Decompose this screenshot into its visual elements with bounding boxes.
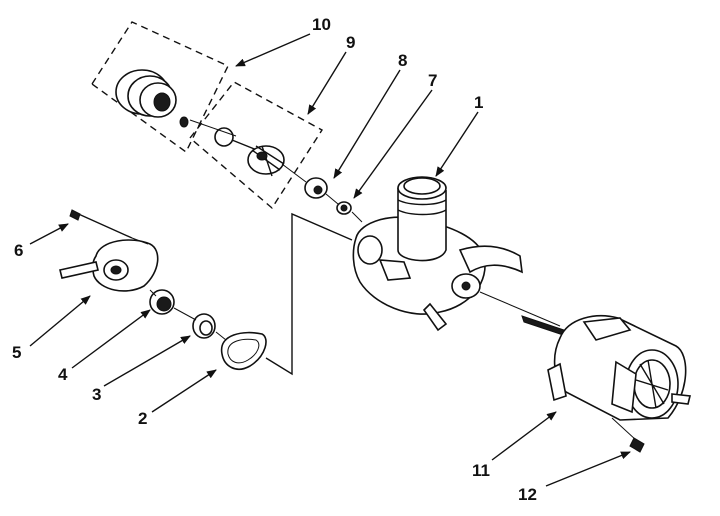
callout-2: 2	[138, 409, 147, 428]
impeller-assembly-group-box	[189, 81, 323, 210]
callout-11: 11	[472, 461, 490, 480]
callout-5: 5	[12, 343, 21, 362]
callout-3: 3	[92, 385, 101, 404]
callout-10: 10	[312, 15, 331, 34]
seal-assembly-group-box	[91, 21, 229, 154]
pump-cover	[59, 209, 159, 292]
leader-arrows	[29, 33, 631, 487]
bearing-part	[304, 177, 352, 215]
ring-part	[149, 289, 175, 315]
seal-part	[192, 313, 216, 339]
alignment-lines	[131, 119, 561, 376]
impeller	[214, 127, 285, 177]
pump-housing	[352, 176, 523, 332]
gasket-part	[220, 331, 267, 370]
seal-cup	[115, 69, 189, 128]
callout-1: 1	[474, 93, 483, 112]
motor	[521, 315, 691, 421]
callout-6: 6	[14, 241, 23, 260]
callout-9: 9	[346, 33, 355, 52]
screw	[611, 417, 645, 453]
callout-12: 12	[518, 485, 537, 504]
callout-4: 4	[58, 365, 68, 384]
callout-7: 7	[428, 71, 437, 90]
callout-8: 8	[398, 51, 407, 70]
